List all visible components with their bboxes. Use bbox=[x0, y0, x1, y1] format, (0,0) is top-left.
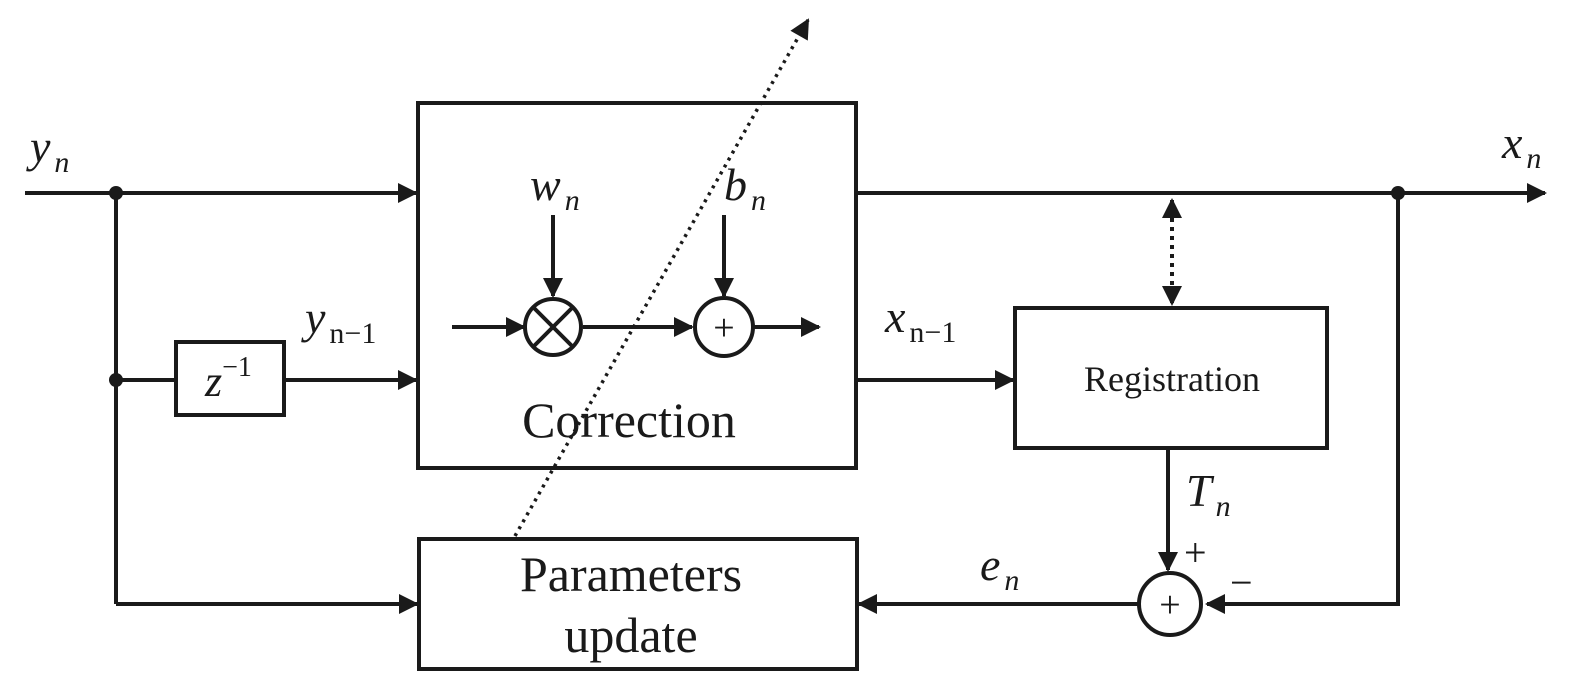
delay-label: z−1 bbox=[204, 352, 252, 406]
junction-yn-top bbox=[109, 186, 123, 200]
registration-block bbox=[1013, 306, 1329, 450]
junction-yn-delay bbox=[109, 373, 123, 387]
parameters-update-block bbox=[417, 537, 859, 671]
parameters-label-line2: update bbox=[564, 607, 697, 663]
correction-label: Correction bbox=[522, 392, 736, 448]
junction-xn bbox=[1391, 186, 1405, 200]
adder-inner-symbol: + bbox=[713, 307, 734, 349]
correction-block bbox=[416, 101, 858, 470]
wire-xn-feedback bbox=[1205, 193, 1400, 614]
error-sum-node: + bbox=[1137, 571, 1203, 637]
minus-sign-label: − bbox=[1230, 560, 1253, 605]
error-sum-symbol: + bbox=[1159, 584, 1180, 626]
plus-sign-label: + bbox=[1184, 530, 1207, 575]
dotted-adaptation-arrow bbox=[513, 18, 810, 537]
adder-node-inner: + bbox=[693, 296, 755, 358]
parameters-label-line1: Parameters bbox=[520, 546, 742, 602]
multiplier-node bbox=[523, 297, 583, 357]
registration-label: Registration bbox=[1084, 359, 1260, 399]
